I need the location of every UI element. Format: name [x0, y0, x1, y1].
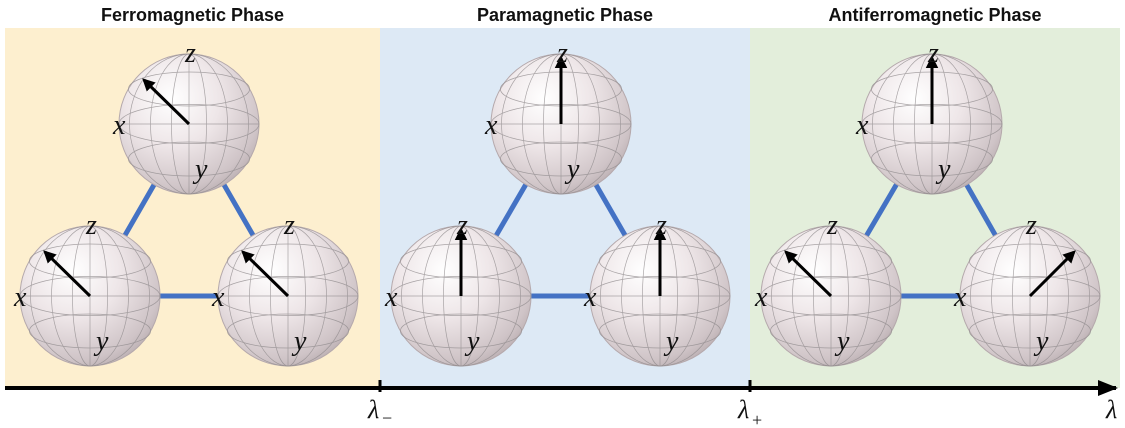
axis-label-z: z [85, 210, 97, 241]
sphere-grid [217, 225, 359, 367]
axis-label-z: z [556, 38, 568, 69]
axis-label-y: y [834, 326, 850, 357]
spin-arrow [1028, 250, 1076, 298]
axis-label-y: y [464, 326, 480, 357]
axis-label-x: x [211, 282, 225, 313]
spin-cluster: z x y z x y z x y [13, 38, 359, 367]
axis-label-y: y [1033, 326, 1049, 357]
bloch-sphere: z x y [484, 38, 632, 195]
axis-label-y: y [935, 154, 951, 185]
bloch-sphere: z x y [953, 210, 1101, 367]
spin-cluster: z x y z x y z x y [384, 38, 731, 367]
axis-label-z: z [655, 210, 667, 241]
bloch-sphere: z x y [855, 38, 1003, 195]
tick-label-lambda-plus: λ [737, 395, 749, 424]
axis-label-z: z [184, 38, 196, 69]
axis-label-x: x [953, 282, 967, 313]
spin-arrow [43, 250, 92, 298]
bloch-sphere: z x y [583, 210, 731, 367]
axis-label-z: z [456, 210, 468, 241]
bloch-sphere: z x y [384, 210, 532, 367]
axis-label-y: y [192, 154, 208, 185]
spin-arrow [142, 78, 191, 126]
spin-arrow [784, 250, 833, 298]
axis-label-lambda: λ [1105, 395, 1117, 424]
tick-subscript-plus: + [752, 410, 762, 428]
axis-label-y: y [93, 326, 109, 357]
axis-label-x: x [754, 282, 768, 313]
phase-title-ferromagnetic: Ferromagnetic Phase [100, 5, 285, 25]
spin-arrow [241, 250, 290, 298]
axis-label-x: x [13, 282, 27, 313]
axis-label-x: x [484, 110, 498, 141]
bloch-sphere: z x y [112, 38, 260, 195]
bloch-sphere: z x y [13, 210, 161, 367]
sphere-grid [490, 53, 632, 195]
phase-title-antiferromagnetic: Antiferromagnetic Phase [828, 5, 1042, 25]
axis-label-x: x [384, 282, 398, 313]
axis-label-y: y [564, 154, 580, 185]
axis-label-z: z [283, 210, 295, 241]
axis-label-x: x [583, 282, 597, 313]
axis-label-z: z [927, 38, 939, 69]
axis-label-x: x [855, 110, 869, 141]
bloch-sphere: z x y [211, 210, 359, 367]
bloch-sphere: z x y [754, 210, 902, 367]
tick-subscript-minus: − [382, 408, 392, 428]
spin-cluster: z x y z x y z x y [754, 38, 1101, 367]
axis-label-y: y [663, 326, 679, 357]
axis-label-y: y [291, 326, 307, 357]
axis-label-z: z [826, 210, 838, 241]
tick-label-lambda-minus: λ [367, 395, 379, 424]
axis-label-z: z [1025, 210, 1037, 241]
axis-label-x: x [112, 110, 126, 141]
phase-title-paramagnetic: Paramagnetic Phase [476, 5, 654, 25]
